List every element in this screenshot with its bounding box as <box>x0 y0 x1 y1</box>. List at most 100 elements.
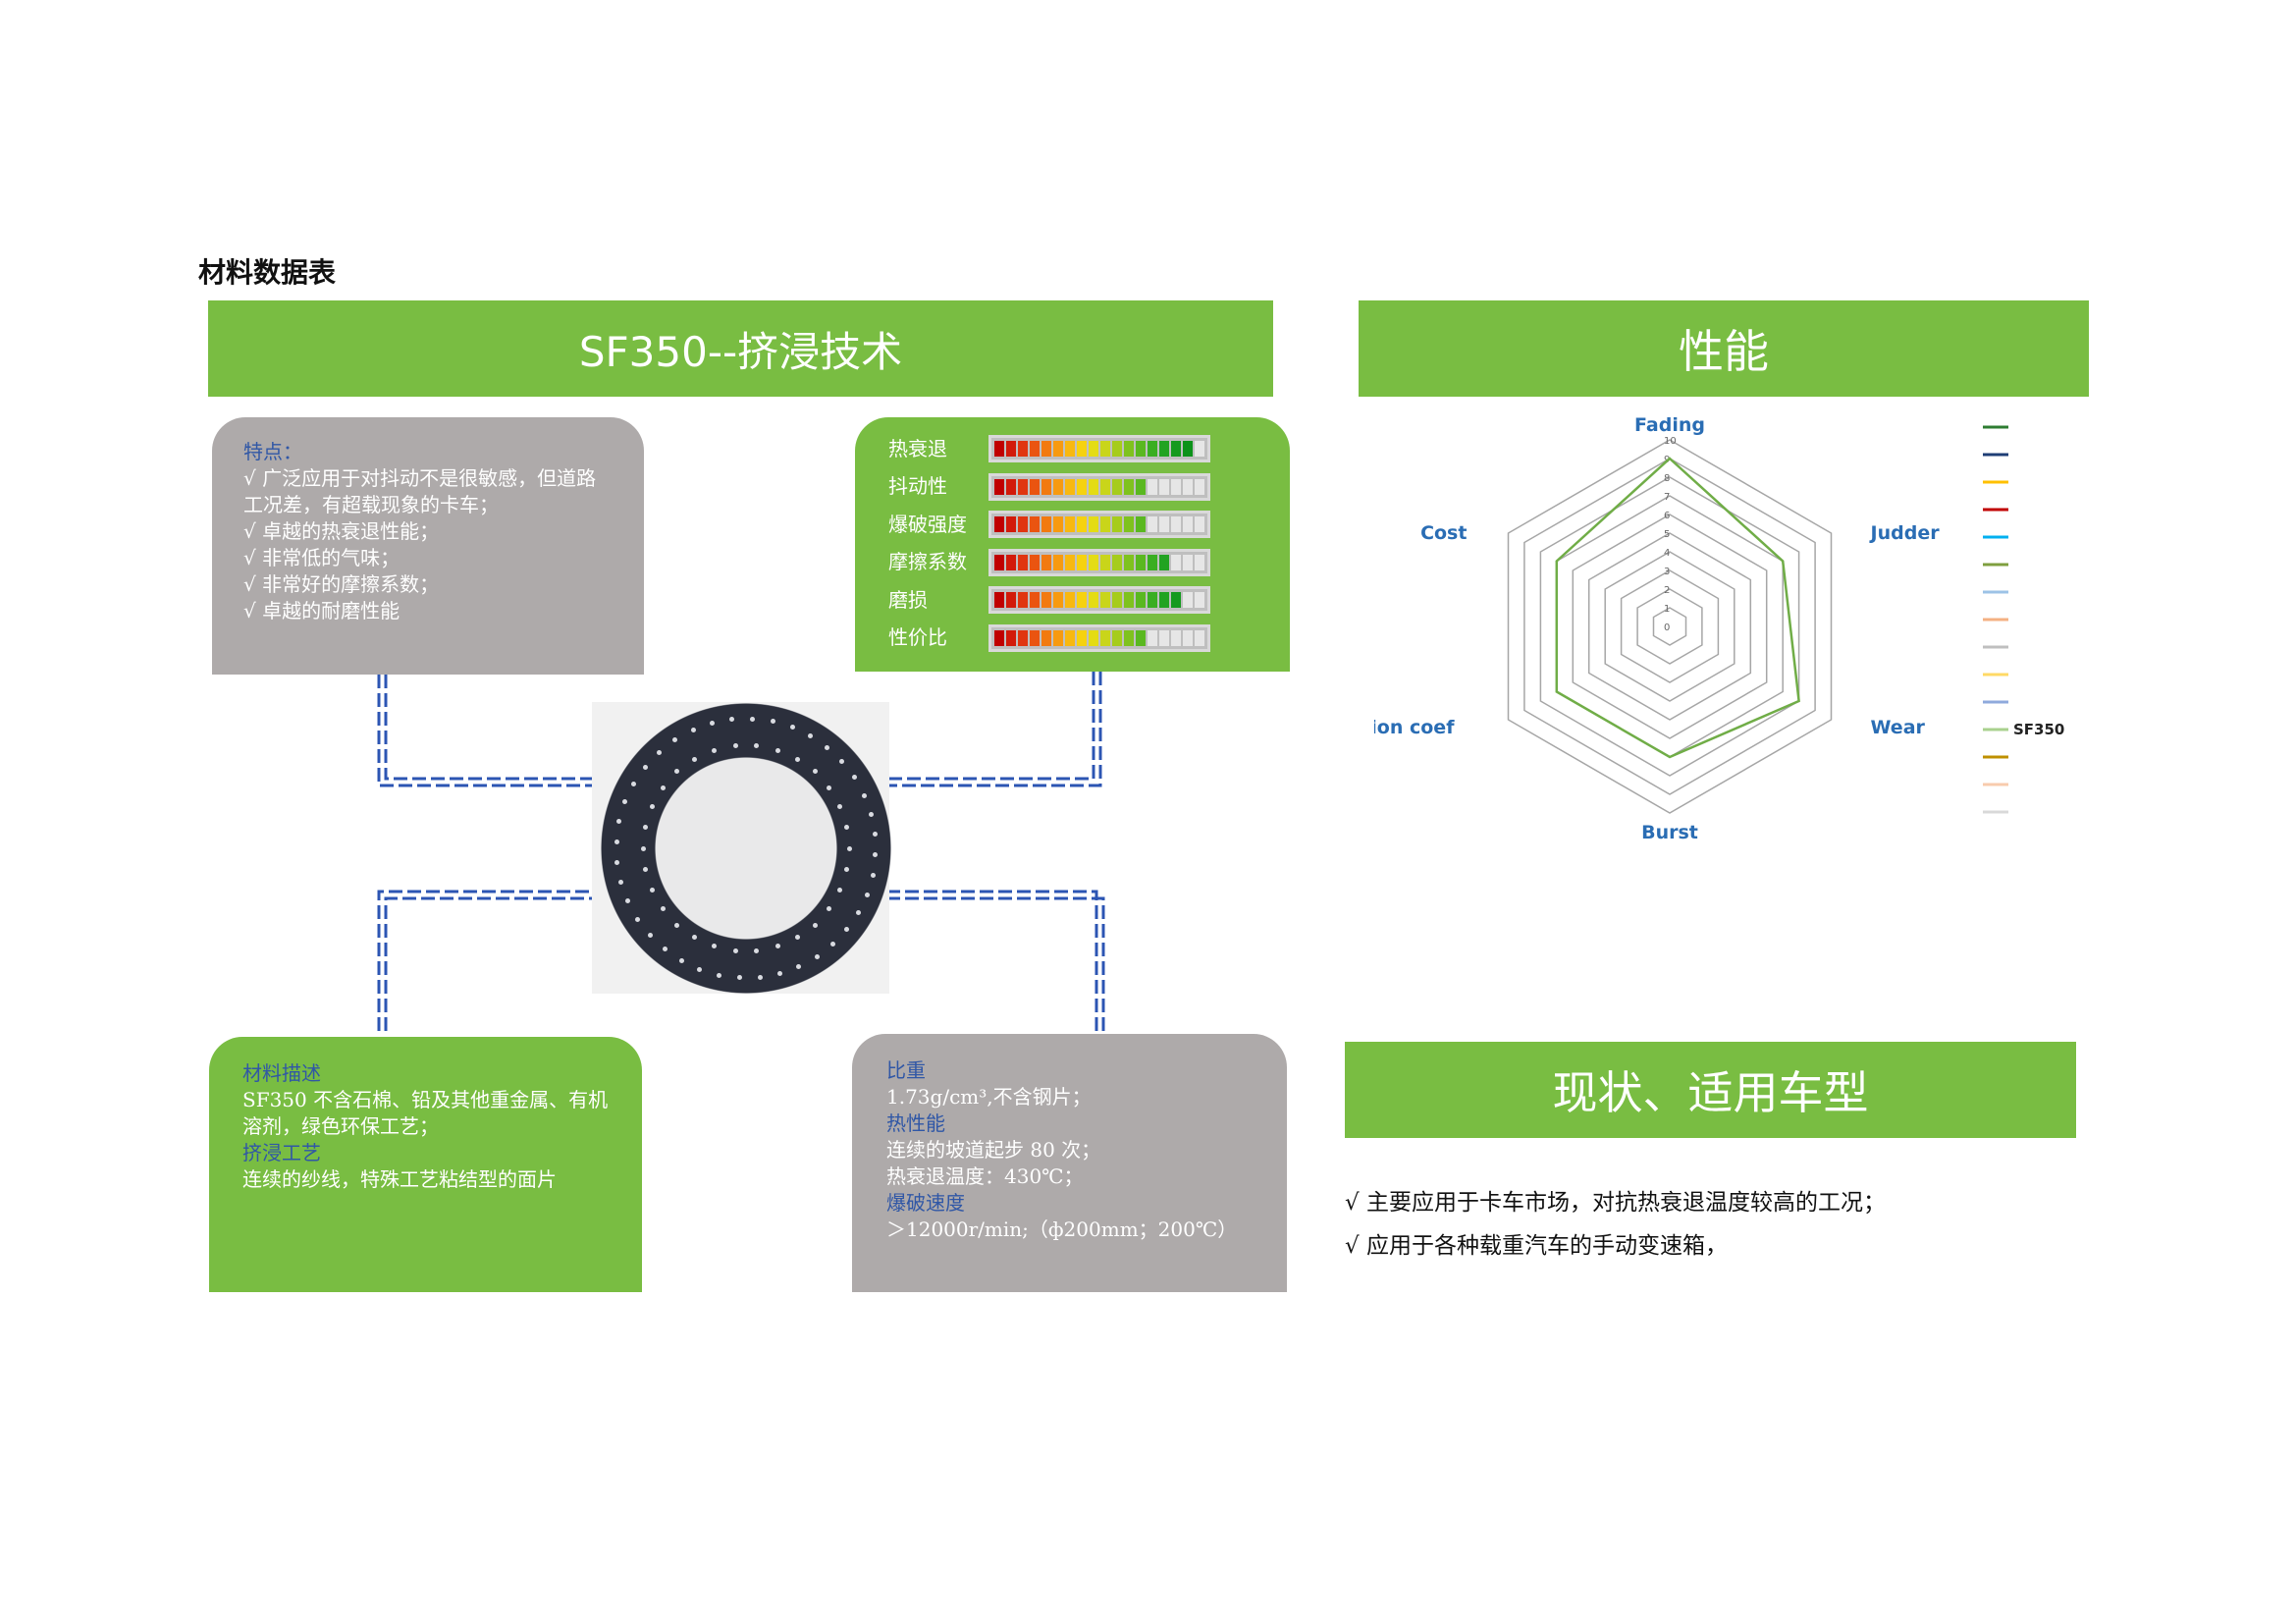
rivet-hole <box>837 803 843 809</box>
rivet-hole <box>712 747 718 753</box>
rating-segment-filled <box>1136 554 1146 570</box>
radar-grid-ring <box>1523 458 1816 795</box>
rivet-hole <box>776 970 782 976</box>
status-banner: 现状、适用车型 <box>1345 1042 2076 1138</box>
radar-axis-label: Judder <box>1869 522 1941 544</box>
rating-segment-filled <box>1065 554 1075 570</box>
rivet-hole <box>868 812 874 818</box>
rating-segment-filled <box>1041 441 1051 457</box>
rating-segment-filled <box>1171 441 1181 457</box>
rivet-hole <box>750 716 756 722</box>
rating-bar <box>988 586 1210 614</box>
rating-segment-filled <box>1112 592 1122 608</box>
rating-segment-filled <box>994 554 1004 570</box>
rating-segment-filled <box>994 478 1004 495</box>
rating-segment-empty <box>1183 478 1193 495</box>
legend-label: SF350 <box>2013 721 2064 738</box>
radar-tick-label: 8 <box>1664 473 1670 484</box>
description-line: 溶剂，绿色环保工艺； <box>242 1114 439 1138</box>
rivet-hole <box>618 879 624 885</box>
radar-tick-label: 1 <box>1664 604 1670 615</box>
rivet-hole <box>795 756 800 762</box>
rivet-hole <box>861 792 867 798</box>
rating-label: 性价比 <box>888 625 947 649</box>
feature-line: √ 卓越的热衰退性能； <box>243 519 440 543</box>
feature-line: √ 卓越的耐磨性能 <box>243 599 400 623</box>
rivet-hole <box>844 867 850 873</box>
rating-segment-filled <box>1159 554 1169 570</box>
rivet-hole <box>855 910 861 916</box>
radar-chart: 012345678910FadingJudderWearBurstFrictio… <box>1374 414 2064 843</box>
rating-segment-filled <box>1112 516 1122 532</box>
radar-axis-label: Burst <box>1641 822 1698 843</box>
performance-banner-text: 性能 <box>1679 325 1769 378</box>
radar-tick-label: 5 <box>1664 529 1670 540</box>
radar-grid-ring <box>1604 551 1735 702</box>
rivet-hole <box>732 743 738 749</box>
radar-grid-ring <box>1507 439 1833 814</box>
rivet-hole <box>827 906 832 912</box>
rating-segment-filled <box>1159 592 1169 608</box>
rating-segment-filled <box>1100 441 1110 457</box>
clutch-facing-disc-image <box>601 703 891 994</box>
rating-segment-filled <box>1030 478 1040 495</box>
rivet-hole <box>814 954 820 960</box>
product-banner-text: SF350--挤浸技术 <box>578 327 903 376</box>
rating-segment-filled <box>1030 441 1040 457</box>
radar-tick-label: 7 <box>1664 492 1670 503</box>
rating-segment-filled <box>994 516 1004 532</box>
rating-segment-filled <box>1100 592 1110 608</box>
rivet-hole <box>837 888 843 893</box>
rivet-hole <box>640 845 646 851</box>
rivet-hole <box>729 717 735 723</box>
rivet-hole <box>642 867 648 873</box>
rivet-hole <box>710 721 716 727</box>
rating-segment-filled <box>1112 554 1122 570</box>
rating-segment-filled <box>1077 478 1087 495</box>
rating-segment-empty <box>1195 592 1204 608</box>
rating-segment-filled <box>1065 629 1075 646</box>
rating-segment-filled <box>1124 554 1134 570</box>
rating-segment-filled <box>1065 592 1075 608</box>
rating-segment-empty <box>1171 629 1181 646</box>
radar-grid-ring <box>1620 569 1720 683</box>
rating-segment-filled <box>994 592 1004 608</box>
description-line: SF350 不含石棉、铅及其他重金属、有机 <box>242 1088 609 1111</box>
rivet-hole <box>649 888 655 893</box>
rating-segment-filled <box>1030 516 1040 532</box>
rating-segment-filled <box>1183 441 1193 457</box>
rating-segment-empty <box>1195 441 1204 457</box>
description-card: 材料描述 SF350 不含石棉、铅及其他重金属、有机 溶剂，绿色环保工艺； 挤浸… <box>209 1037 642 1292</box>
rating-segment-filled <box>1006 516 1016 532</box>
rivet-hole <box>774 944 780 949</box>
density-value: 1.73g/cm³,不含钢片； <box>886 1085 1092 1109</box>
rating-row: 摩擦系数 <box>888 548 1210 576</box>
radar-tick-label: 6 <box>1664 511 1670 521</box>
radar-grid-ring <box>1636 588 1703 665</box>
rating-segment-empty <box>1171 554 1181 570</box>
rating-segment-empty <box>1171 516 1181 532</box>
rating-segment-empty <box>1195 516 1204 532</box>
thermal-line: 连续的坡道起步 80 次； <box>886 1138 1101 1162</box>
rating-segment-filled <box>1018 441 1028 457</box>
rivet-hole <box>732 947 738 953</box>
rating-segment-filled <box>1136 592 1146 608</box>
rivet-hole <box>631 781 637 786</box>
rivet-hole <box>647 933 653 939</box>
radar-series-sf350 <box>1555 457 1800 759</box>
feature-line: √ 非常低的气味； <box>243 546 400 569</box>
rating-row: 磨损 <box>888 586 1210 614</box>
rating-bar <box>988 623 1210 652</box>
rating-segment-empty <box>1195 629 1204 646</box>
rating-segment-filled <box>1077 554 1087 570</box>
radar-axis-label: Fading <box>1634 414 1705 436</box>
rating-segment-filled <box>1065 478 1075 495</box>
rating-segment-filled <box>1041 478 1051 495</box>
rivet-hole <box>697 966 703 972</box>
rating-segment-filled <box>1124 592 1134 608</box>
properties-card: 比重 1.73g/cm³,不含钢片； 热性能 连续的坡道起步 80 次； 热衰退… <box>852 1034 1287 1292</box>
features-heading: 特点： <box>243 440 302 463</box>
radar-tick-label: 4 <box>1664 548 1670 559</box>
rating-label: 摩擦系数 <box>888 550 967 573</box>
